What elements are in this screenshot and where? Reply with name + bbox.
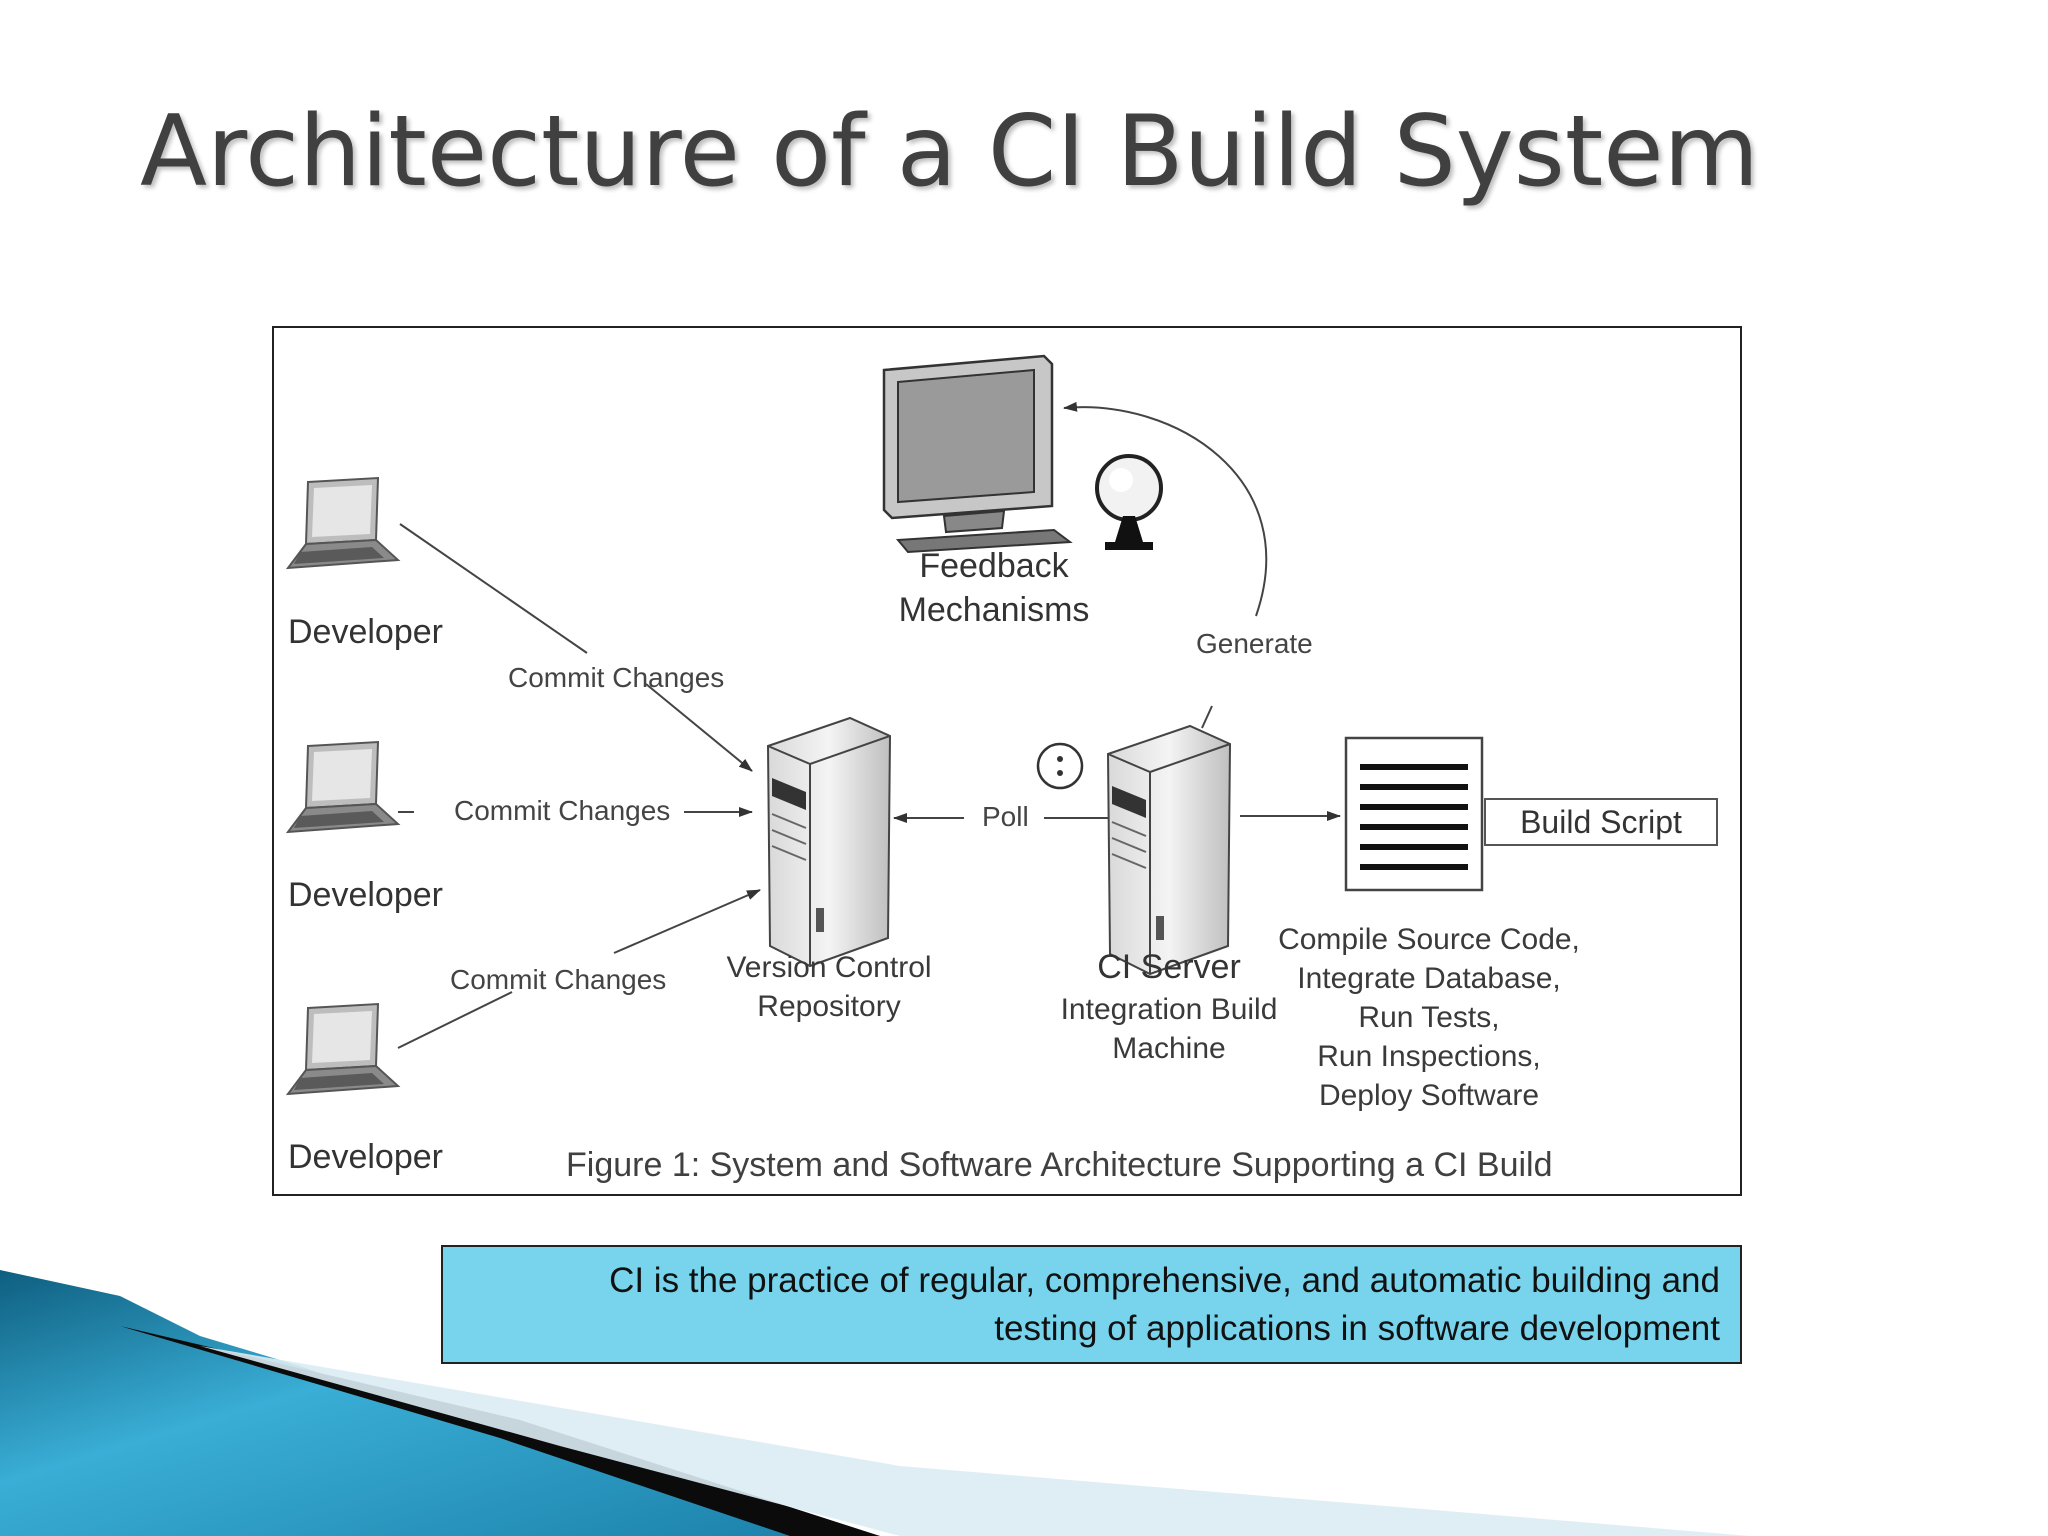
ci-architecture-diagram: Developer Developer Developer Commit Cha… xyxy=(272,326,1742,1196)
build-script-box: Build Script xyxy=(1484,798,1718,846)
laptop-icon xyxy=(285,1002,401,1096)
server-icon xyxy=(1106,724,1232,976)
build-steps: Compile Source Code, Integrate Database,… xyxy=(1274,920,1584,1115)
commit-label: Commit Changes xyxy=(450,964,667,995)
feedback-label: Feedback Mechanisms xyxy=(834,544,1154,632)
siren-lamp-icon xyxy=(1095,454,1163,550)
generate-label: Generate xyxy=(1196,628,1313,659)
developer-label: Developer xyxy=(288,1138,443,1176)
feedback-label-line: Feedback xyxy=(919,547,1069,585)
monitor-icon xyxy=(882,354,1073,554)
ci-server-title: CI Server xyxy=(1097,948,1241,986)
slide-title: Architecture of a CI Build System xyxy=(140,95,1760,209)
vcs-label: Version Control Repository xyxy=(694,948,964,1026)
developer-label: Developer xyxy=(288,876,443,914)
poll-label: Poll xyxy=(982,801,1029,832)
corner-swoosh-decoration xyxy=(0,1270,1750,1536)
build-step: Integrate Database, xyxy=(1297,962,1561,995)
build-step: Run Inspections, xyxy=(1317,1040,1541,1073)
vcs-label-line: Repository xyxy=(757,990,901,1023)
feedback-label-line: Mechanisms xyxy=(898,591,1090,629)
commit-arrow xyxy=(613,889,761,954)
server-icon xyxy=(766,716,892,968)
laptop-icon xyxy=(285,476,401,570)
clock-icon xyxy=(1036,742,1084,790)
definition-callout: CI is the practice of regular, comprehen… xyxy=(441,1245,1742,1364)
diagram-graphics xyxy=(285,354,1484,1096)
build-step: Deploy Software xyxy=(1318,1079,1540,1112)
ci-server-subtitle: Integration Build Machine xyxy=(1014,990,1324,1068)
commit-arrow xyxy=(645,683,753,772)
commit-label: Commit Changes xyxy=(508,662,725,693)
vcs-label-line: Version Control xyxy=(726,951,932,984)
commit-arrow xyxy=(397,991,513,1049)
developer-label: Developer xyxy=(288,613,443,651)
laptop-icon xyxy=(285,740,401,834)
commit-arrow xyxy=(399,523,588,654)
generate-arrow xyxy=(1063,401,1268,617)
commit-label: Commit Changes xyxy=(454,795,671,826)
ci-server-subtitle-line: Integration Build xyxy=(1060,993,1278,1026)
build-step: Run Tests, xyxy=(1358,1001,1500,1034)
ci-server-subtitle-line: Machine xyxy=(1112,1032,1226,1065)
callout-line: CI is the practice of regular, comprehen… xyxy=(609,1261,1720,1300)
figure-caption: Figure 1: System and Software Architectu… xyxy=(566,1146,1553,1184)
build-step: Compile Source Code, xyxy=(1278,923,1580,956)
document-icon xyxy=(1344,736,1484,892)
callout-line: testing of applications in software deve… xyxy=(994,1309,1720,1348)
generate-arrow xyxy=(1201,705,1213,729)
